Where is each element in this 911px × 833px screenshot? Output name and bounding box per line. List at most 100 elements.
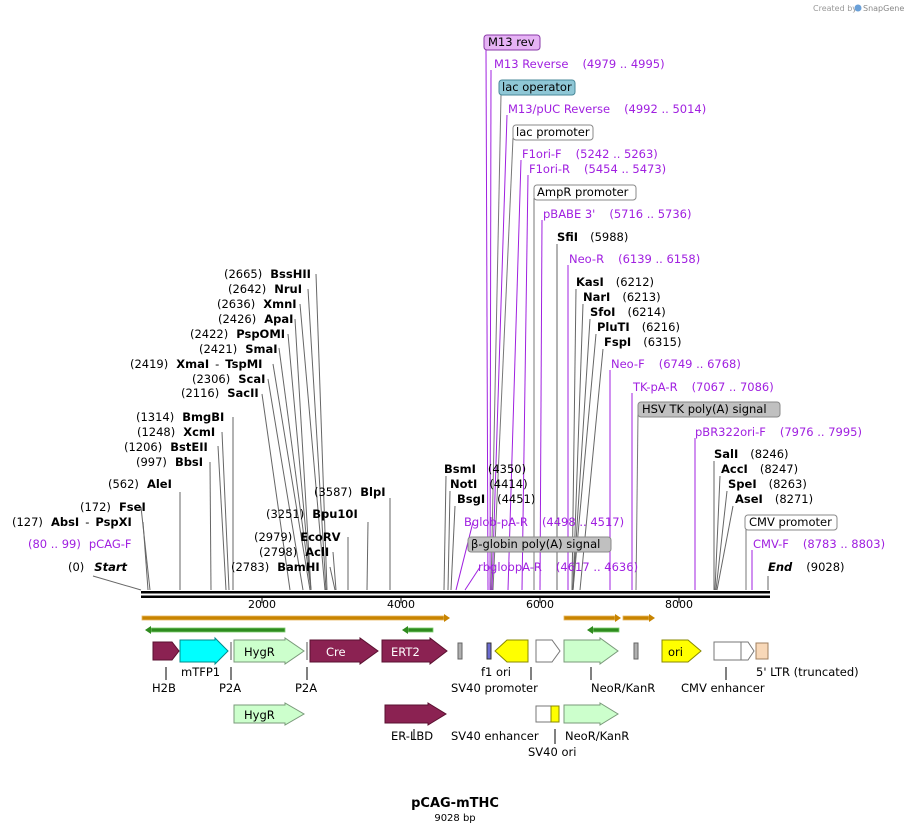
label-sv40-ori: SV40 ori	[528, 745, 576, 759]
svg-text:β-globin poly(A) signal: β-globin poly(A) signal	[471, 537, 600, 551]
label-sv40-promoter: SV40 promoter	[451, 681, 538, 695]
svg-text:HSV TK poly(A) signal: HSV TK poly(A) signal	[642, 402, 767, 416]
site-bamhi: (2783)BamHI	[231, 560, 320, 574]
feature-sv40-promoter	[535, 639, 561, 663]
label-cmv-enhancer: CMV enhancer	[681, 681, 765, 695]
enzyme-labels: (0)Start (127)AbsI-PspXI (172)FseI (562)…	[12, 230, 845, 574]
feature-ert2: ERT2	[381, 636, 448, 666]
site-smai: (2421)SmaI	[199, 342, 278, 356]
label-p2a-2: P2A	[295, 681, 317, 695]
feature-neor-kanr	[563, 637, 619, 665]
svg-text:Cre: Cre	[326, 645, 346, 659]
label-er-lbd: ER-LBD	[391, 729, 433, 743]
snapgene-credit: Created by SnapGene	[813, 4, 904, 13]
primer-rbglobpa-r: rbglobpA-R(4617 .. 4636)	[478, 560, 638, 574]
feature-hygr: HygR	[233, 637, 305, 665]
feature-cre: Cre	[309, 637, 379, 665]
boxed-hsv-tk-polya: HSV TK poly(A) signal	[637, 401, 781, 418]
snapgene-logo-icon	[854, 4, 862, 12]
feature-er-lbd	[384, 702, 447, 726]
site-xmai: (2419)XmaI-TspMI	[130, 357, 262, 371]
feature-small-grey-2	[633, 642, 639, 660]
site-spei: SpeI(8263)	[728, 477, 807, 491]
tick-6000: 6000	[526, 598, 554, 611]
site-bsmi: BsmI(4350)	[444, 462, 526, 476]
site-sali: SalI(8246)	[714, 447, 789, 461]
site-end: End(9028)	[768, 560, 845, 574]
site-alei: (562)AleI	[108, 477, 172, 491]
site-fspi: FspI(6315)	[604, 335, 681, 349]
boxed-cmv-promoter: CMV promoter	[744, 514, 838, 531]
site-pspomi: (2422)PspOMI	[190, 327, 285, 341]
svg-text:HygR: HygR	[244, 645, 275, 659]
label-sv40-enhancer: SV40 enhancer	[451, 729, 539, 743]
primer-f1ori-f: F1ori-F(5242 .. 5263)	[522, 147, 658, 161]
feature-ori: ori	[661, 639, 702, 663]
backbone: 2000 4000 6000 8000	[141, 591, 770, 611]
plasmid-name: pCAG-mTHC	[411, 796, 499, 811]
feature-small-blue	[486, 642, 492, 660]
primer-m13-puc-reverse: M13/pUC Reverse(4992 .. 5014)	[508, 102, 706, 116]
feature-f1-ori	[494, 639, 529, 663]
tick-4000: 4000	[387, 598, 415, 611]
site-asei: AseI(8271)	[735, 492, 813, 506]
site-absi: (127)AbsI-PspXI	[12, 515, 132, 529]
site-sfoi: SfoI(6214)	[590, 305, 666, 319]
site-fsei: (172)FseI	[80, 500, 146, 514]
site-start: (0)Start	[68, 560, 128, 574]
site-pluti: PluTI(6216)	[597, 320, 680, 334]
tick-2000: 2000	[248, 598, 276, 611]
feature-mtfp1	[179, 636, 229, 666]
credit-brand: SnapGene	[863, 4, 904, 13]
svg-text:HygR: HygR	[244, 708, 275, 722]
orf-tracks	[141, 614, 655, 634]
site-acci: AccI(8247)	[721, 462, 798, 476]
map-title-block: pCAG-mTHC 9028 bp	[411, 796, 499, 824]
label-mtfp1: mTFP1	[181, 665, 220, 679]
svg-text:M13 rev: M13 rev	[488, 35, 535, 49]
site-bpu10i: (3251)Bpu10I	[266, 507, 358, 521]
primer-neo-f: Neo-F(6749 .. 6768)	[611, 357, 741, 371]
svg-text:AmpR promoter: AmpR promoter	[537, 185, 629, 199]
primer-neo-r: Neo-R(6139 .. 6158)	[569, 252, 700, 266]
boxed-beta-globin-polya: β-globin poly(A) signal	[467, 536, 612, 553]
feature-neor-kanr-2	[563, 702, 619, 726]
label-5-ltr: 5' LTR (truncated)	[756, 665, 859, 679]
svg-text:ERT2: ERT2	[391, 645, 420, 659]
label-f1-ori: f1 ori	[481, 665, 511, 679]
primer-bglob-pa-r: Bglob-pA-R(4498 .. 4517)	[464, 515, 624, 529]
primer-m13-reverse: M13 Reverse(4979 .. 4995)	[494, 57, 665, 71]
svg-text:lac operator: lac operator	[502, 80, 572, 94]
site-bmgbi: (1314)BmgBI	[136, 410, 224, 424]
site-kasi: KasI(6212)	[576, 275, 654, 289]
site-xmni: (2636)XmnI	[217, 297, 297, 311]
site-blpi: (3587)BlpI	[314, 485, 385, 499]
boxed-feature-labels: M13 rev lac operator lac promoter AmpR p…	[467, 34, 838, 553]
primer-f1ori-r: F1ori-R(5454 .. 5473)	[529, 162, 666, 176]
site-sfii: SfiI(5988)	[557, 230, 628, 244]
plasmid-length: 9028 bp	[434, 813, 475, 824]
feature-small-grey-1	[457, 642, 463, 660]
boxed-ampr-promoter: AmpR promoter	[533, 184, 637, 201]
svg-text:lac promoter: lac promoter	[516, 125, 590, 139]
primer-cmv-f: CMV-F(8783 .. 8803)	[753, 537, 885, 551]
feature-row-2: HygR ER-LBD SV40 enhancer SV40 ori NeoR/…	[233, 702, 629, 759]
site-bbsi: (997)BbsI	[136, 455, 203, 469]
svg-text:CMV promoter: CMV promoter	[749, 515, 832, 529]
site-nrui: (2642)NruI	[228, 282, 302, 296]
site-bsgi: BsgI(4451)	[457, 492, 535, 506]
feature-hygr-2: HygR	[233, 702, 305, 726]
svg-text:ori: ori	[668, 645, 683, 659]
site-xcmi: (1248)XcmI	[137, 425, 215, 439]
boxed-m13-rev: M13 rev	[483, 34, 541, 51]
site-noti: NotI(4414)	[450, 477, 528, 491]
primer-pbr322ori-f: pBR322ori-F(7976 .. 7995)	[695, 425, 862, 439]
site-bsteii: (1206)BstEII	[124, 440, 208, 454]
feature-sv40-enhancer	[535, 705, 552, 723]
boxed-lac-operator: lac operator	[498, 79, 576, 96]
feature-5-ltr	[755, 642, 769, 660]
site-scai: (2306)ScaI	[192, 372, 265, 386]
boxed-lac-promoter: lac promoter	[512, 124, 594, 141]
feature-row-1: HygR Cre ERT2 ori	[152, 636, 859, 695]
